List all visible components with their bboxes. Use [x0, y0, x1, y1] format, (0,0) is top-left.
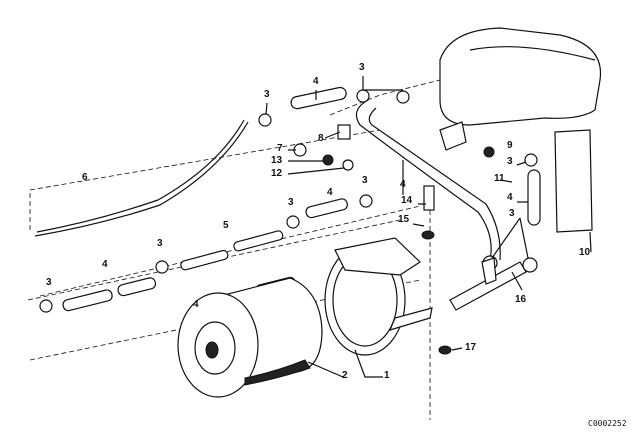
callout-13: 13	[271, 155, 283, 166]
callout-9: 9	[507, 140, 513, 151]
callout-4: 4	[193, 299, 199, 310]
callout-5: 5	[223, 220, 229, 231]
callout-3: 3	[46, 277, 52, 288]
connector-16	[449, 261, 527, 311]
part-8	[337, 124, 351, 140]
washer-12	[342, 159, 354, 171]
callout-6: 6	[82, 172, 88, 183]
callout-3: 3	[509, 208, 515, 219]
callout-3: 3	[359, 62, 365, 73]
callout-3: 3	[362, 175, 368, 186]
callout-11: 11	[494, 173, 505, 184]
nut-13	[322, 154, 334, 166]
callout-14: 14	[401, 195, 413, 206]
callout-2: 2	[342, 370, 348, 381]
callout-3: 3	[288, 197, 294, 208]
hose-6	[34, 121, 249, 237]
pump-bracket	[324, 237, 433, 356]
callout-1: 1	[384, 370, 390, 381]
washer-pump	[177, 277, 323, 398]
cap-17	[438, 345, 452, 355]
callout-15: 15	[398, 214, 410, 225]
callout-4: 4	[507, 192, 513, 203]
callout-4: 4	[102, 259, 108, 270]
callout-3: 3	[157, 238, 163, 249]
bolt-14	[423, 185, 435, 211]
callout-8: 8	[318, 133, 324, 144]
callout-4: 4	[327, 187, 333, 198]
callout-12: 12	[271, 168, 283, 179]
callout-10: 10	[579, 247, 591, 258]
callout-3: 3	[507, 156, 513, 167]
callout-7: 7	[277, 143, 283, 154]
screw	[483, 146, 495, 158]
callout-4: 4	[400, 179, 406, 190]
hose-11	[355, 99, 492, 261]
catalog-code: C0002252	[588, 419, 627, 428]
callout-4: 4	[313, 76, 319, 87]
callout-17: 17	[465, 342, 477, 353]
bracket-plate	[554, 129, 593, 233]
callout-16: 16	[515, 294, 527, 305]
hose-clamps	[39, 89, 538, 313]
washer-reservoir	[439, 27, 602, 151]
callout-3: 3	[264, 89, 270, 100]
washer-15	[421, 230, 435, 240]
